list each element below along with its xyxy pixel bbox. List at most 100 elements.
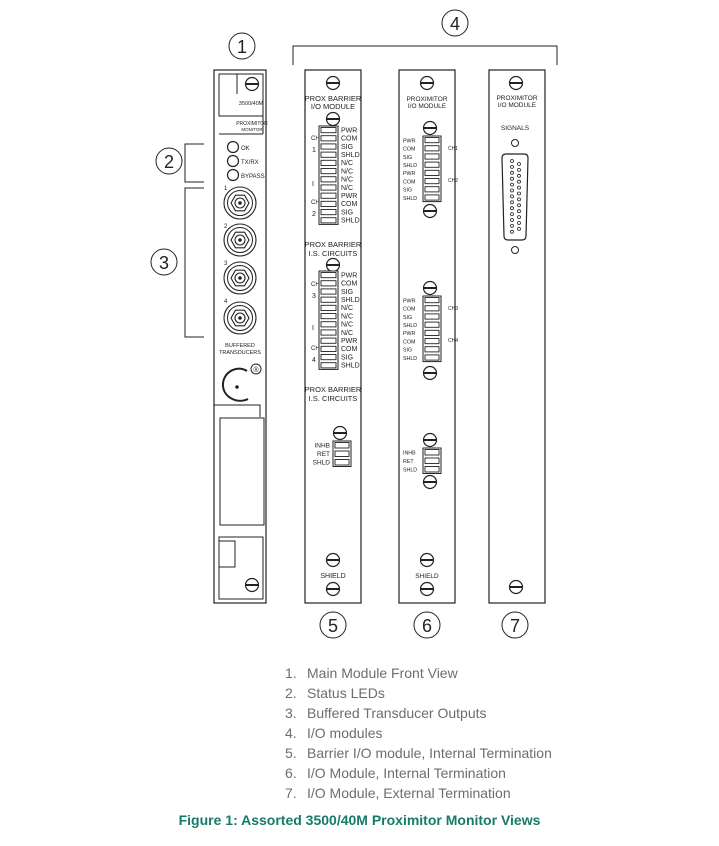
terminal-pin bbox=[320, 176, 337, 183]
terminal-label: SIG bbox=[341, 144, 353, 151]
terminal-pin bbox=[424, 194, 440, 201]
channel-label: CH2 bbox=[448, 178, 458, 184]
terminal-pin bbox=[320, 362, 337, 369]
terminal-pin bbox=[320, 354, 337, 361]
terminal-pin bbox=[424, 153, 440, 160]
callout-7: 7 bbox=[501, 611, 529, 639]
connector-pin bbox=[517, 197, 521, 202]
terminal-label: N/C bbox=[341, 305, 353, 312]
terminal-label: SHLD bbox=[403, 468, 417, 474]
terminal-label: COM bbox=[341, 201, 358, 208]
model-label: 3500/40M bbox=[239, 101, 264, 107]
terminal-pin bbox=[424, 321, 440, 328]
terminal-label: SIG bbox=[403, 315, 412, 321]
terminal-pin bbox=[320, 159, 337, 166]
connector-pin bbox=[510, 223, 514, 228]
terminal-block bbox=[422, 135, 442, 203]
callout-1: 1 bbox=[228, 32, 256, 60]
brand-sublabel: MONITOR bbox=[241, 127, 263, 132]
signals-label: SIGNALS bbox=[501, 125, 530, 132]
channel-3-label: 3 bbox=[224, 261, 228, 267]
caption-item: 4.I/O modules bbox=[285, 725, 383, 741]
terminal-label: PWR bbox=[403, 171, 416, 177]
svg-text:6: 6 bbox=[422, 616, 432, 636]
svg-text:4: 4 bbox=[450, 14, 460, 34]
callout-6: 6 bbox=[413, 611, 441, 639]
terminal-pin bbox=[424, 313, 440, 320]
connector-pin bbox=[517, 162, 521, 166]
terminal-pin bbox=[334, 442, 350, 449]
bottom-screw-icon bbox=[325, 581, 341, 597]
barrier-title: PROX BARRIER bbox=[305, 94, 362, 103]
registered-mark: ® bbox=[253, 366, 259, 374]
channel-2-label: 2 bbox=[224, 224, 228, 230]
svg-text:7: 7 bbox=[510, 616, 520, 636]
terminal-label: COM bbox=[403, 339, 415, 345]
terminal-pin bbox=[334, 459, 350, 466]
io-external-subtitle: I/O MODULE bbox=[498, 102, 537, 109]
channel-label: CH bbox=[311, 200, 320, 206]
screw-icon bbox=[422, 365, 438, 381]
bnc-connector-icon bbox=[223, 261, 257, 295]
terminal-pin bbox=[320, 184, 337, 191]
channel-label: CH bbox=[311, 136, 320, 142]
terminal-label: SHLD bbox=[313, 460, 331, 467]
channel-number: I bbox=[312, 181, 314, 188]
transducers-label: TRANSDUCERS bbox=[219, 350, 261, 356]
terminal-pin bbox=[320, 209, 337, 216]
terminal-pin bbox=[334, 450, 350, 457]
terminal-pin bbox=[320, 272, 337, 279]
bnc-connector-icon bbox=[223, 186, 257, 220]
svg-text:5: 5 bbox=[328, 616, 338, 636]
connector-pin bbox=[510, 164, 514, 169]
terminal-pin bbox=[424, 338, 440, 345]
terminal-pin bbox=[320, 321, 337, 328]
io-module-external: PROXIMITOR I/O MODULE SIGNALS bbox=[488, 69, 546, 604]
terminal-block bbox=[422, 295, 442, 363]
terminal-label: SIG bbox=[403, 188, 412, 194]
channel-label: CH4 bbox=[448, 338, 458, 344]
svg-text:1: 1 bbox=[237, 37, 247, 57]
svg-text:2: 2 bbox=[164, 152, 174, 172]
terminal-label: SHLD bbox=[403, 196, 417, 202]
main-module-front: 3500/40M PROXIMITOR MONITOR OK TX/RX BYP… bbox=[213, 69, 268, 604]
terminal-label: PWR bbox=[403, 138, 416, 144]
terminal-label: SHLD bbox=[341, 297, 360, 304]
terminal-pin bbox=[424, 169, 440, 176]
terminal-label: N/C bbox=[341, 322, 353, 329]
terminal-pin bbox=[320, 280, 337, 287]
terminal-pin bbox=[424, 305, 440, 312]
channel-number: I bbox=[312, 325, 314, 332]
buffered-label: BUFFERED bbox=[225, 343, 255, 349]
terminal-pin bbox=[320, 288, 337, 295]
caption-item: 7.I/O Module, External Termination bbox=[285, 785, 511, 801]
barrier-io-module: PROX BARRIER I/O MODULE CH 1 I CH 2 PWRC… bbox=[304, 69, 362, 604]
connector-pin bbox=[510, 200, 514, 205]
channel-label: CH1 bbox=[448, 146, 458, 152]
callout-5: 5 bbox=[319, 611, 347, 639]
terminal-pin bbox=[424, 145, 440, 152]
terminal-label: INHB bbox=[403, 451, 416, 457]
terminal-label: N/C bbox=[341, 330, 353, 337]
terminal-label: N/C bbox=[341, 160, 353, 167]
connector-pin bbox=[517, 203, 521, 208]
brand-label: PROXIMITOR bbox=[236, 121, 268, 127]
terminal-label: SHLD bbox=[403, 163, 417, 169]
terminal-label: COM bbox=[403, 179, 415, 185]
terminal-pin bbox=[320, 217, 337, 224]
top-screw-icon bbox=[325, 75, 341, 91]
terminal-pin bbox=[320, 192, 337, 199]
terminal-label: SHLD bbox=[403, 323, 417, 329]
terminal-label: PWR bbox=[403, 298, 416, 304]
terminal-label: PWR bbox=[341, 338, 357, 345]
terminal-pin bbox=[424, 457, 440, 464]
terminal-label: SHLD bbox=[341, 218, 360, 225]
terminal-label: COM bbox=[403, 147, 415, 153]
terminal-pin bbox=[320, 345, 337, 352]
terminal-label: N/C bbox=[341, 168, 353, 175]
terminal-label: N/C bbox=[341, 177, 353, 184]
txrx-led-label: TX/RX bbox=[241, 160, 259, 166]
